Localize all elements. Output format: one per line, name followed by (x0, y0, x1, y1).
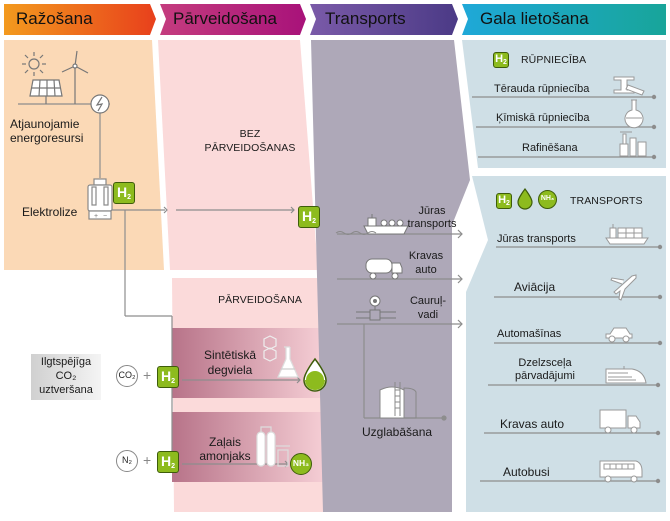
h2-badge-electrolysis: H2 (113, 182, 135, 204)
svg-text:−: − (103, 213, 107, 220)
plus-sign-co2: + (143, 367, 152, 383)
co2-capture-line1: Ilgtspējīga (40, 356, 92, 368)
green-ammonia-line1: Zaļais (208, 435, 241, 449)
industry-title: RŪPNIECĪBA (521, 54, 587, 66)
storage-tank-icon (379, 382, 417, 419)
green-ammonia-line2: amonjaks (199, 449, 251, 463)
co2-capture-line2: CO₂ (55, 370, 77, 382)
enduse-industry-panel (462, 40, 666, 168)
n2-chip: N₂ (116, 450, 138, 472)
renewables-label-line2: energoresursi (10, 131, 84, 145)
stage-enduse-chevron (462, 4, 666, 35)
enduse-transport-rail-line2: pārvadājumi (515, 370, 575, 382)
sun-icon (22, 52, 46, 76)
nh3-badge-small: NH₃ (538, 190, 557, 209)
stage-production-label: Ražošana (16, 9, 93, 28)
svg-text:+: + (94, 213, 98, 220)
stage-transport-label: Transports (325, 9, 406, 28)
bus-icon (599, 460, 643, 483)
steel-beam-icon (613, 76, 645, 96)
renewables-label-line1: Atjaunojamie (10, 117, 80, 131)
plus-sign-n2: + (143, 452, 152, 468)
fuel-drop-small-icon (517, 188, 533, 210)
h2-badge-n2: H2 (157, 451, 179, 473)
synthetic-fuel-line2: degviela (207, 363, 253, 377)
production-panel (4, 40, 164, 270)
train-icon (605, 366, 647, 384)
nh3-badge: NH₃ (290, 453, 312, 475)
h2-badge-without-conversion: H2 (298, 206, 320, 228)
header-bar (4, 4, 666, 35)
storage-label: Uzglabāšana (362, 425, 433, 439)
without-conversion-title-line1: BEZ (239, 128, 261, 140)
industry-item-chemical: Ķīmiskā rūpniecība (496, 112, 590, 124)
truck-icon (599, 409, 641, 434)
stage-conversion-chevron (160, 4, 306, 35)
electrolyzer-icon: + − (87, 178, 113, 220)
refinery-icon (619, 131, 647, 157)
fuel-drop-icon (303, 357, 327, 392)
stage-production-chevron (4, 4, 156, 35)
industry-item-steel: Tērauda rūpniecība (494, 83, 590, 95)
industry-item-refining: Rafinēšana (522, 142, 578, 154)
ship-icon (363, 214, 409, 235)
wind-turbine-icon (61, 50, 89, 104)
pipeline-icon (356, 295, 396, 321)
transport-truck-line1: Kravas (408, 250, 444, 262)
h2-badge-industry: H2 (493, 52, 509, 68)
electrolysis-label: Elektrolize (22, 205, 78, 219)
car-icon (605, 327, 633, 343)
h2-badge-transport: H2 (496, 193, 512, 209)
transport-truck-line2: auto (415, 264, 437, 276)
enduse-transport-aviation: Aviācija (514, 280, 556, 294)
transport-sea-line2: transports (407, 218, 457, 230)
solar-panel-icon (29, 79, 63, 104)
airplane-icon (610, 274, 637, 301)
enduse-transport-cars: Automašīnas (497, 328, 562, 340)
stage-enduse-label: Gala lietošana (480, 9, 589, 28)
container-ship-icon (605, 224, 649, 245)
tanker-truck-icon (365, 258, 403, 280)
stage-conversion-label: Pārveidošana (173, 9, 277, 28)
transport-sea-line1: Jūras (418, 205, 446, 217)
enduse-transport-rail-line1: Dzelzsceļa (518, 357, 572, 369)
without-conversion-title-line2: PĀRVEIDOŠANAS (204, 142, 296, 154)
transport-pipeline-line1: Cauruļ- (409, 295, 447, 307)
co2-capture-line3: uztveršana (39, 384, 93, 396)
co2-chip: CO₂ (116, 365, 138, 387)
transport-panel (311, 40, 470, 512)
enduse-transport-buses: Autobusi (503, 465, 550, 479)
enduse-transport-sea: Jūras transports (497, 233, 576, 245)
conversion-title: PĀRVEIDOŠANA (218, 294, 302, 306)
chemistry-flask-icon (624, 99, 644, 129)
synthetic-fuel-line1: Sintētiskā (203, 348, 257, 362)
molecule-flask-icon (263, 335, 299, 378)
enduse-transport-trucks: Kravas auto (500, 417, 565, 431)
co2-capture-box (31, 354, 101, 400)
conversion-top-panel (158, 40, 318, 270)
ammonia-tanks-icon (256, 426, 290, 467)
lightning-icon (90, 94, 110, 114)
transport-pipeline-line2: vadi (417, 309, 439, 321)
h2-badge-co2: H2 (157, 366, 179, 388)
waves-icon (335, 231, 377, 235)
enduse-transport-title: TRANSPORTS (570, 195, 643, 207)
stage-transport-chevron (310, 4, 458, 35)
